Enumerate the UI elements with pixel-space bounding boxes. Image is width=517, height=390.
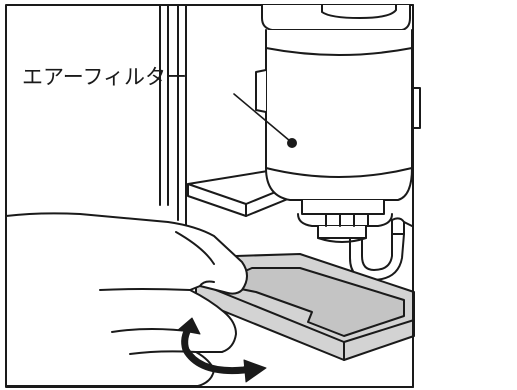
air-filter-body bbox=[256, 30, 420, 200]
top-fitting bbox=[262, 5, 410, 30]
air-filter-label: エアーフィルター bbox=[22, 61, 187, 91]
